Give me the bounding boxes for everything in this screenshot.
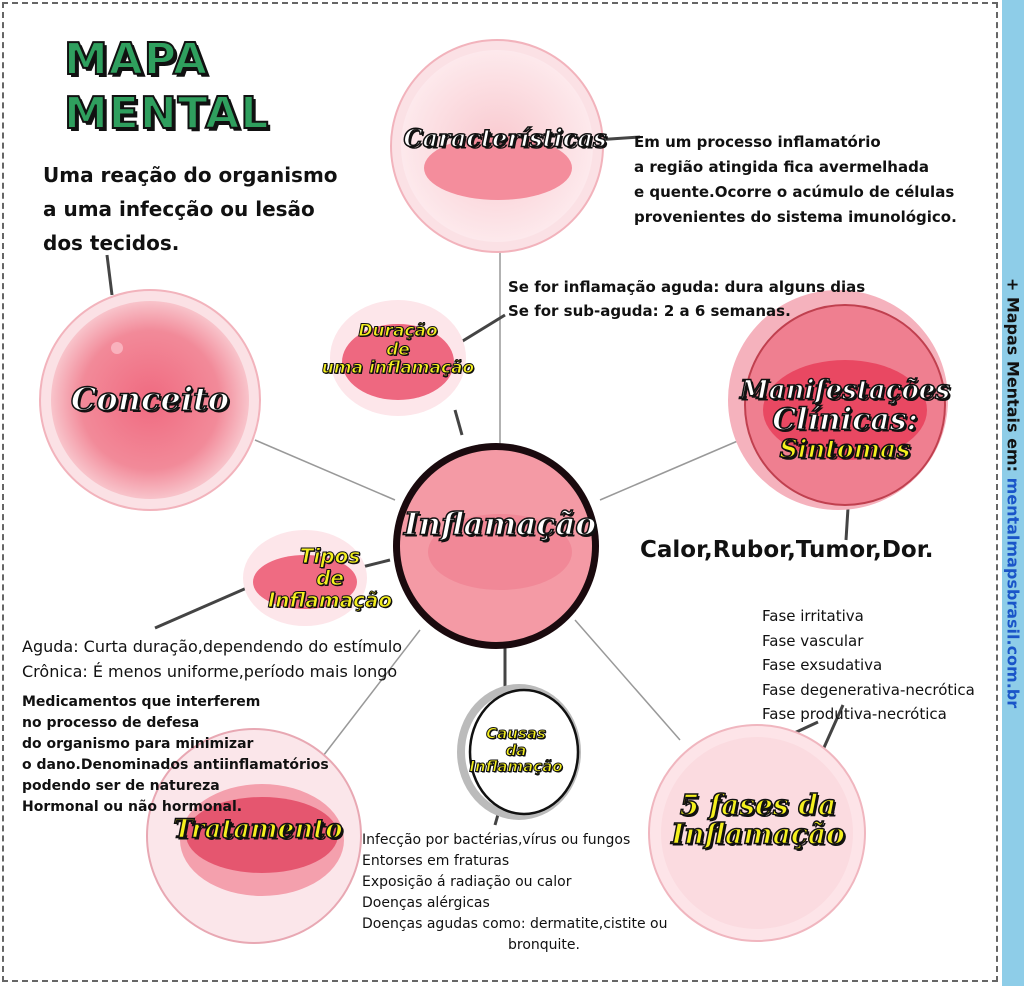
pointer-duracao-center [453,409,464,436]
node-fases-shape [648,724,866,942]
page-frame [2,2,998,982]
list-item: Fase produtiva-necrótica [762,705,947,723]
node-center-shape [393,443,599,649]
connector-manifestacoes [599,439,741,501]
node-conceito-label[interactable]: Conceito [70,380,230,419]
node-center-label[interactable]: Inflamação [403,506,597,543]
node-conceito-shape [39,289,261,511]
list-item: Fase irritativa [762,607,864,625]
node-caracteristicas-shape [390,39,604,253]
node-tratamento-shape [146,728,362,944]
connector-fases [574,619,681,741]
node-tipos-label[interactable]: Tipos de Inflamação [267,544,393,612]
node-caracteristicas-label[interactable]: Características [403,123,607,153]
pointer-sintomas [844,507,850,541]
list-item: Fase vascular [762,631,864,650]
sidebar-url-link[interactable]: mentalmapsbrasil.com.br [1003,477,1023,709]
node-manifestacoes-shape [728,290,948,510]
connector-conceito [254,439,396,501]
node-causas-shape [457,684,581,820]
connectors [254,250,741,761]
node-duracao-label[interactable]: Duração de uma inflamação [321,320,475,379]
caracteristicas-text: Em um processo inflamatório a região ati… [634,133,957,226]
sintomas-text: Calor,Rubor,Tumor,Dor. [640,537,934,563]
page-title-line2: MENTAL [63,88,270,139]
intro-text: Uma reação do organismo a uma infecção o… [43,163,338,255]
pointer-intro [105,254,114,296]
connector-tratamento [319,629,421,761]
node-tratamento-label[interactable]: Tratamento [173,814,344,845]
list-item: Fase degenerativa-necrótica [762,680,975,699]
list-item: Fase exsudativa [762,656,883,674]
node-fases-label[interactable]: 5 fases da Inflamação [670,788,845,851]
node-causas-label[interactable]: Causas da Inflamação [469,724,563,776]
tipos-text: Aguda: Curta duração,dependendo do estím… [22,637,403,681]
page-title-line1: MAPA [63,34,209,85]
causas-text: Infecção por bactérias,vírus ou fungos E… [362,832,668,953]
node-duracao-shape [330,300,466,416]
duracao-text: Se for inflamação aguda: dura alguns dia… [508,278,866,320]
pointer-fases [820,704,845,753]
tratamento-text: Medicamentos que interferem no processo … [22,694,329,815]
mind-map-diagram [39,39,948,944]
sidebar-promo: + Mapas Mentais em: mentalmapsbrasil.com… [1003,277,1023,709]
sidebar-strip [1002,0,1024,986]
node-manifestacoes-label[interactable]: Manifestações Clínicas: Sintomas [739,375,950,464]
node-tipos-shape [243,530,367,626]
fases-list: Fase irritativa Fase vascular Fase exsud… [762,604,975,727]
